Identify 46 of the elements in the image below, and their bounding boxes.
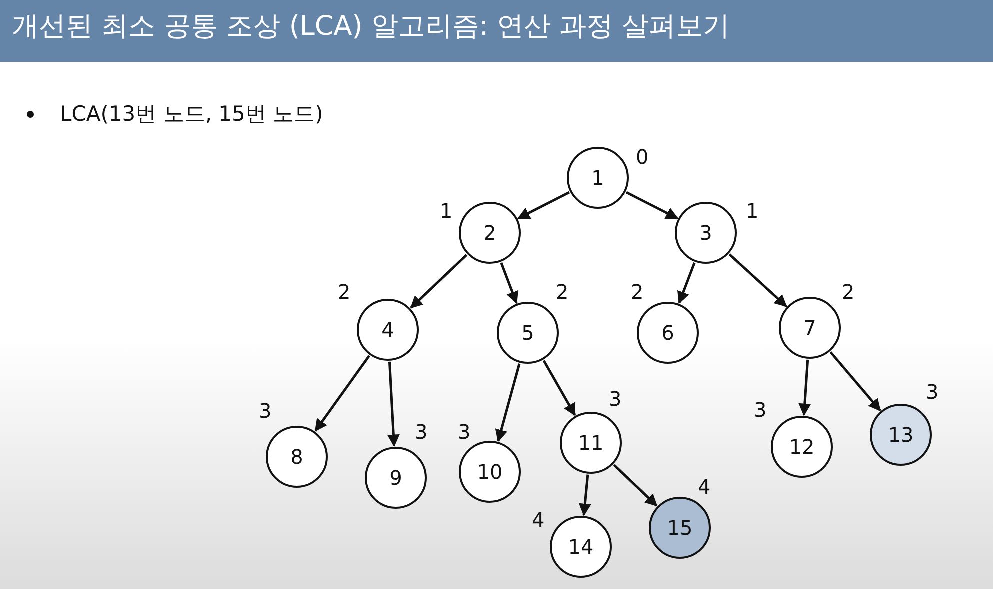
arrow <box>517 191 570 220</box>
arrow <box>314 355 370 432</box>
depth-label: 3 <box>415 421 428 443</box>
tree-node: 10 <box>459 441 521 503</box>
arrow <box>500 262 518 304</box>
arrow <box>387 362 400 448</box>
depth-label: 2 <box>338 281 351 303</box>
depth-label: 3 <box>754 399 767 421</box>
tree-node: 13 <box>870 404 932 466</box>
tree-node: 7 <box>779 297 841 359</box>
depth-label: 1 <box>440 200 453 222</box>
arrow <box>678 262 696 304</box>
tree-node: 9 <box>365 447 427 509</box>
depth-label: 2 <box>842 281 855 303</box>
depth-label: 3 <box>609 388 622 410</box>
tree-node: 15 <box>649 497 711 559</box>
depth-label: 3 <box>259 400 272 422</box>
bullet-text: LCA(13번 노드, 15번 노드) <box>60 101 324 128</box>
arrow <box>542 360 576 416</box>
arrow <box>495 364 521 442</box>
arrow <box>830 352 882 412</box>
tree-node: 14 <box>550 516 612 578</box>
depth-label: 1 <box>746 200 759 222</box>
tree-node: 3 <box>675 202 737 264</box>
tree-node: 5 <box>497 302 559 364</box>
tree-node: 8 <box>266 426 328 488</box>
tree-node: 1 <box>567 147 629 209</box>
depth-label: 3 <box>458 421 471 443</box>
depth-label: 3 <box>926 381 939 403</box>
tree-node: 6 <box>637 302 699 364</box>
depth-label: 4 <box>532 509 545 531</box>
tree-node: 12 <box>771 416 833 478</box>
depth-label: 0 <box>636 146 649 168</box>
arrow <box>626 191 679 220</box>
depth-label: 2 <box>631 281 644 303</box>
arrow <box>798 360 812 416</box>
tree-node: 2 <box>459 202 521 264</box>
arrow <box>613 464 658 507</box>
tree-node: 4 <box>357 299 419 361</box>
arrow <box>728 254 788 308</box>
arrow <box>410 254 468 309</box>
arrow <box>578 474 592 516</box>
depth-label: 4 <box>698 476 711 498</box>
tree-node: 11 <box>560 412 622 474</box>
title: 개선된 최소 공통 조상 (LCA) 알고리즘: 연산 과정 살펴보기 <box>12 10 730 44</box>
depth-label: 2 <box>556 281 569 303</box>
